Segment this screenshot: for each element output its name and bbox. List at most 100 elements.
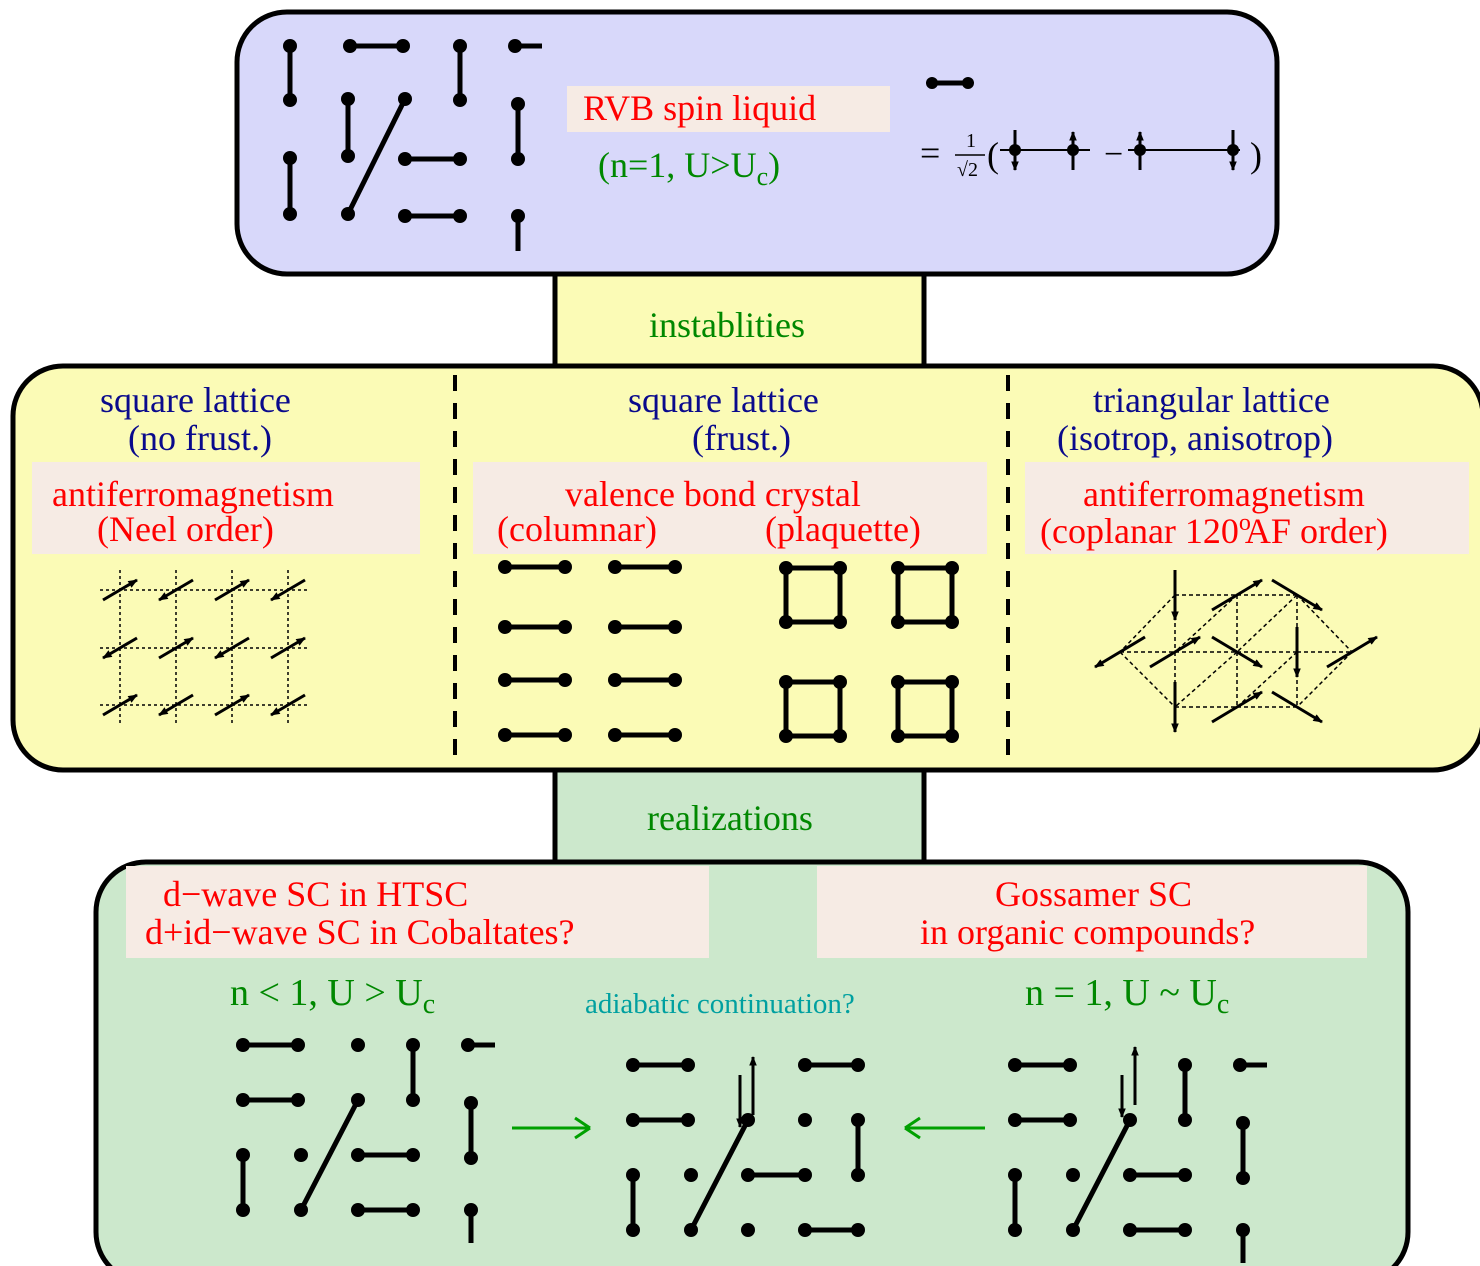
singlet-paren-open: (: [987, 135, 999, 175]
site: [1063, 1058, 1077, 1072]
site: [779, 675, 793, 689]
site: [1123, 1168, 1137, 1182]
site: [283, 151, 297, 165]
site: [741, 1113, 755, 1127]
rvb-title: RVB spin liquid: [583, 88, 817, 128]
lattice-line: [1296, 594, 1353, 653]
spin-arrow: [1211, 635, 1263, 669]
lattice-line: [1296, 651, 1353, 708]
spin-arrow: [1271, 578, 1323, 612]
site: [926, 77, 938, 89]
arrow-head: [574, 1116, 591, 1130]
site: [1178, 1223, 1192, 1237]
site: [1009, 144, 1021, 156]
col3-header-2: (isotrop, anisotrop): [1057, 418, 1333, 458]
site: [626, 1113, 640, 1127]
instabilities-connector: [552, 267, 927, 373]
site: [406, 1203, 420, 1217]
site: [891, 615, 905, 629]
col1-label-1: antiferromagnetism: [52, 474, 334, 514]
site: [464, 1096, 478, 1110]
site: [406, 1038, 420, 1052]
site: [341, 207, 355, 221]
col2-header-1: square lattice: [628, 380, 819, 420]
site: [398, 92, 412, 106]
spin-arrow: [102, 636, 138, 660]
site: [833, 675, 847, 689]
site: [684, 1168, 698, 1182]
site: [283, 207, 297, 221]
col3-label-1: antiferromagnetism: [1083, 474, 1365, 514]
site: [291, 1038, 305, 1052]
site: [1236, 1223, 1250, 1237]
site: [453, 39, 467, 53]
site: [741, 1223, 755, 1237]
site: [341, 149, 355, 163]
site: [351, 1093, 365, 1107]
spin-arrow: [102, 693, 138, 717]
rvb-condition-sub: c: [756, 162, 769, 191]
bottom-right-line-1: Gossamer SC: [995, 874, 1192, 914]
site: [1008, 1058, 1022, 1072]
site: [851, 1168, 865, 1182]
site: [464, 1151, 478, 1165]
site: [608, 620, 622, 634]
col3-label-2: (coplanar 120oAF order): [1040, 511, 1388, 549]
site: [498, 620, 512, 634]
site: [891, 675, 905, 689]
condition-htsc: n < 1, U > Uc: [230, 974, 435, 1019]
singlet-paren-close: ): [1250, 135, 1262, 175]
col2-header-2: (frust.): [692, 418, 791, 458]
singlet-frac-den: √2: [957, 159, 978, 181]
spin-arrow: [1094, 635, 1146, 669]
singlet-frac-num: 1: [966, 130, 976, 152]
spin-arrow: [1211, 578, 1263, 612]
spin-arrow: [270, 578, 306, 602]
bottom-right-label-bg: [817, 866, 1367, 958]
site: [341, 92, 355, 106]
site: [851, 1223, 865, 1237]
site: [283, 39, 297, 53]
spin-arrow: [102, 578, 138, 602]
site: [511, 152, 525, 166]
condition-gossamer: n = 1, U ~ Uc: [1025, 974, 1229, 1019]
spin-arrow: [1211, 690, 1263, 724]
adiabatic-label: adiabatic continuation?: [585, 988, 855, 1020]
col2-label-plaquette: (plaquette): [765, 509, 921, 549]
site: [1236, 1116, 1250, 1130]
site: [945, 675, 959, 689]
rvb-condition-close: ): [768, 145, 781, 185]
site: [558, 560, 572, 574]
rvb-box: [234, 9, 1280, 277]
site: [851, 1058, 865, 1072]
site: [833, 615, 847, 629]
site: [396, 39, 410, 53]
condition-htsc-sub: c: [422, 989, 436, 1020]
site: [406, 1148, 420, 1162]
spin-arrow: [1271, 690, 1323, 724]
condition-gossamer-sub: c: [1216, 989, 1230, 1020]
condition-htsc-main: n < 1, U > U: [230, 972, 423, 1014]
col3-header-1: triangular lattice: [1093, 380, 1330, 420]
realizations-connector: [552, 762, 927, 873]
site: [833, 561, 847, 575]
site: [398, 209, 412, 223]
site: [668, 560, 682, 574]
site: [558, 728, 572, 742]
site: [1227, 144, 1239, 156]
col1-header-2: (no frust.): [128, 418, 272, 458]
site: [453, 209, 467, 223]
site: [608, 560, 622, 574]
site: [833, 729, 847, 743]
col3-label-2-sup: o: [1238, 510, 1251, 536]
site: [945, 561, 959, 575]
arrow-head: [574, 1126, 591, 1140]
lattice-line: [1174, 594, 1238, 653]
col3-label-bg: [1025, 462, 1469, 554]
singlet-equals: =: [920, 133, 941, 173]
site: [1008, 1113, 1022, 1127]
site: [945, 729, 959, 743]
site: [464, 1203, 478, 1217]
site: [1134, 144, 1146, 156]
site: [779, 561, 793, 575]
